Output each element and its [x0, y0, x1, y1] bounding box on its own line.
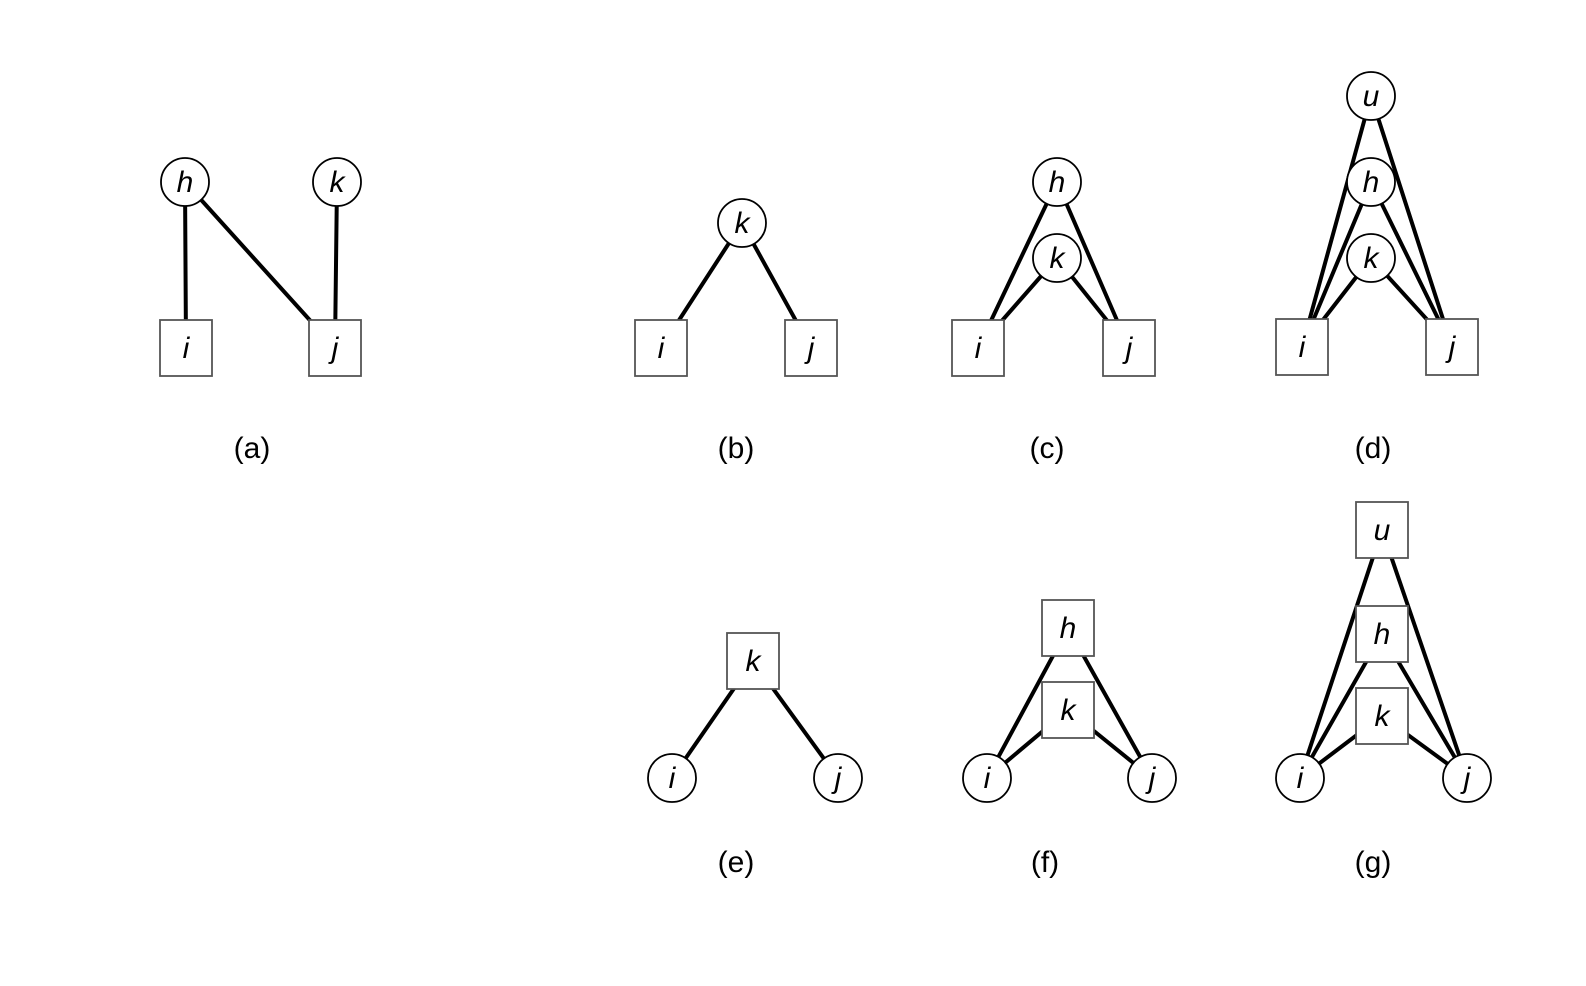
node-d-i-label: i: [1299, 331, 1307, 364]
node-a-j: j: [308, 319, 362, 377]
node-d-i: i: [1275, 318, 1329, 376]
node-c-h: h: [1032, 157, 1082, 207]
node-d-u-label: u: [1363, 80, 1380, 113]
node-f-k-square: [1041, 681, 1095, 739]
node-d-k-circle: [1346, 233, 1396, 283]
node-e-k-label: k: [746, 645, 763, 678]
node-g-i-circle: [1275, 753, 1325, 803]
node-b-k-label: k: [735, 207, 752, 240]
captions-layer: (a) (b) (c) (d) (e) (f) (g): [234, 432, 1392, 879]
edge-d-u-j: [1369, 94, 1454, 349]
node-g-i: i: [1275, 753, 1325, 803]
node-d-j-square: [1425, 318, 1479, 376]
node-g-u-square: [1355, 501, 1409, 559]
node-f-j-circle: [1127, 753, 1177, 803]
node-b-i-square: [634, 319, 688, 377]
node-f-k-label: k: [1061, 694, 1078, 727]
node-f-k: k: [1041, 681, 1095, 739]
edges-layer: [183, 94, 1469, 780]
node-g-k-label: k: [1375, 700, 1392, 733]
node-c-i: i: [951, 319, 1005, 377]
node-g-k: k: [1355, 687, 1409, 745]
node-g-h-square: [1355, 605, 1409, 663]
node-f-h-label: h: [1060, 612, 1077, 645]
nodes-layer: h k i j k i j h k i j u h k i j k i j h k i j u h k i j: [159, 71, 1492, 803]
node-g-h-label: h: [1374, 618, 1391, 651]
node-e-k: k: [726, 632, 780, 690]
node-c-k-circle: [1032, 233, 1082, 283]
node-b-k: k: [717, 198, 767, 248]
node-e-i-label: i: [669, 762, 677, 795]
node-e-k-square: [726, 632, 780, 690]
node-g-h: h: [1355, 605, 1409, 663]
caption-f: (f): [1031, 846, 1059, 879]
caption-g: (g): [1355, 846, 1392, 879]
node-a-h-label: h: [177, 166, 194, 199]
node-b-i: i: [634, 319, 688, 377]
edge-d-u-i: [1300, 94, 1373, 349]
node-e-i: i: [647, 753, 697, 803]
caption-b: (b): [718, 432, 755, 465]
node-g-i-label: i: [1297, 762, 1305, 795]
node-d-h-circle: [1346, 157, 1396, 207]
node-f-i-circle: [962, 753, 1012, 803]
node-a-k-circle: [312, 157, 362, 207]
node-d-i-square: [1275, 318, 1329, 376]
node-c-h-label: h: [1049, 166, 1066, 199]
node-g-j-circle: [1442, 753, 1492, 803]
node-c-h-circle: [1032, 157, 1082, 207]
node-a-i-square: [159, 319, 213, 377]
node-a-i-label: i: [183, 332, 191, 365]
node-e-i-circle: [647, 753, 697, 803]
node-a-k-label: k: [330, 166, 347, 199]
node-f-j: j: [1127, 753, 1177, 803]
node-d-j: j: [1425, 318, 1479, 376]
node-d-k: k: [1346, 233, 1396, 283]
node-e-j-circle: [813, 753, 863, 803]
node-a-h-circle: [160, 157, 210, 207]
node-g-k-square: [1355, 687, 1409, 745]
node-f-h-square: [1041, 599, 1095, 657]
node-c-j: j: [1102, 319, 1156, 377]
node-d-h: h: [1346, 157, 1396, 207]
node-d-u-circle: [1346, 71, 1396, 121]
node-f-i: i: [962, 753, 1012, 803]
node-d-u: u: [1346, 71, 1396, 121]
caption-d: (d): [1355, 432, 1392, 465]
node-g-u-label: u: [1374, 514, 1391, 547]
node-f-i-label: i: [984, 762, 992, 795]
node-b-i-label: i: [658, 332, 666, 365]
node-g-j: j: [1442, 753, 1492, 803]
edge-g-u-j: [1380, 528, 1469, 780]
node-b-j: j: [784, 319, 838, 377]
node-c-k: k: [1032, 233, 1082, 283]
node-f-h: h: [1041, 599, 1095, 657]
node-b-j-square: [784, 319, 838, 377]
node-g-u: u: [1355, 501, 1409, 559]
caption-e: (e): [718, 846, 755, 879]
node-d-k-label: k: [1364, 242, 1381, 275]
node-a-i: i: [159, 319, 213, 377]
node-a-j-square: [308, 319, 362, 377]
node-c-k-label: k: [1050, 242, 1067, 275]
node-c-j-square: [1102, 319, 1156, 377]
node-d-h-label: h: [1363, 166, 1380, 199]
node-e-j: j: [813, 753, 863, 803]
caption-c: (c): [1030, 432, 1065, 465]
node-b-k-circle: [717, 198, 767, 248]
edge-g-u-i: [1298, 528, 1384, 780]
node-a-k: k: [312, 157, 362, 207]
caption-a: (a): [234, 432, 271, 465]
node-c-i-square: [951, 319, 1005, 377]
node-c-i-label: i: [975, 332, 983, 365]
node-a-h: h: [160, 157, 210, 207]
